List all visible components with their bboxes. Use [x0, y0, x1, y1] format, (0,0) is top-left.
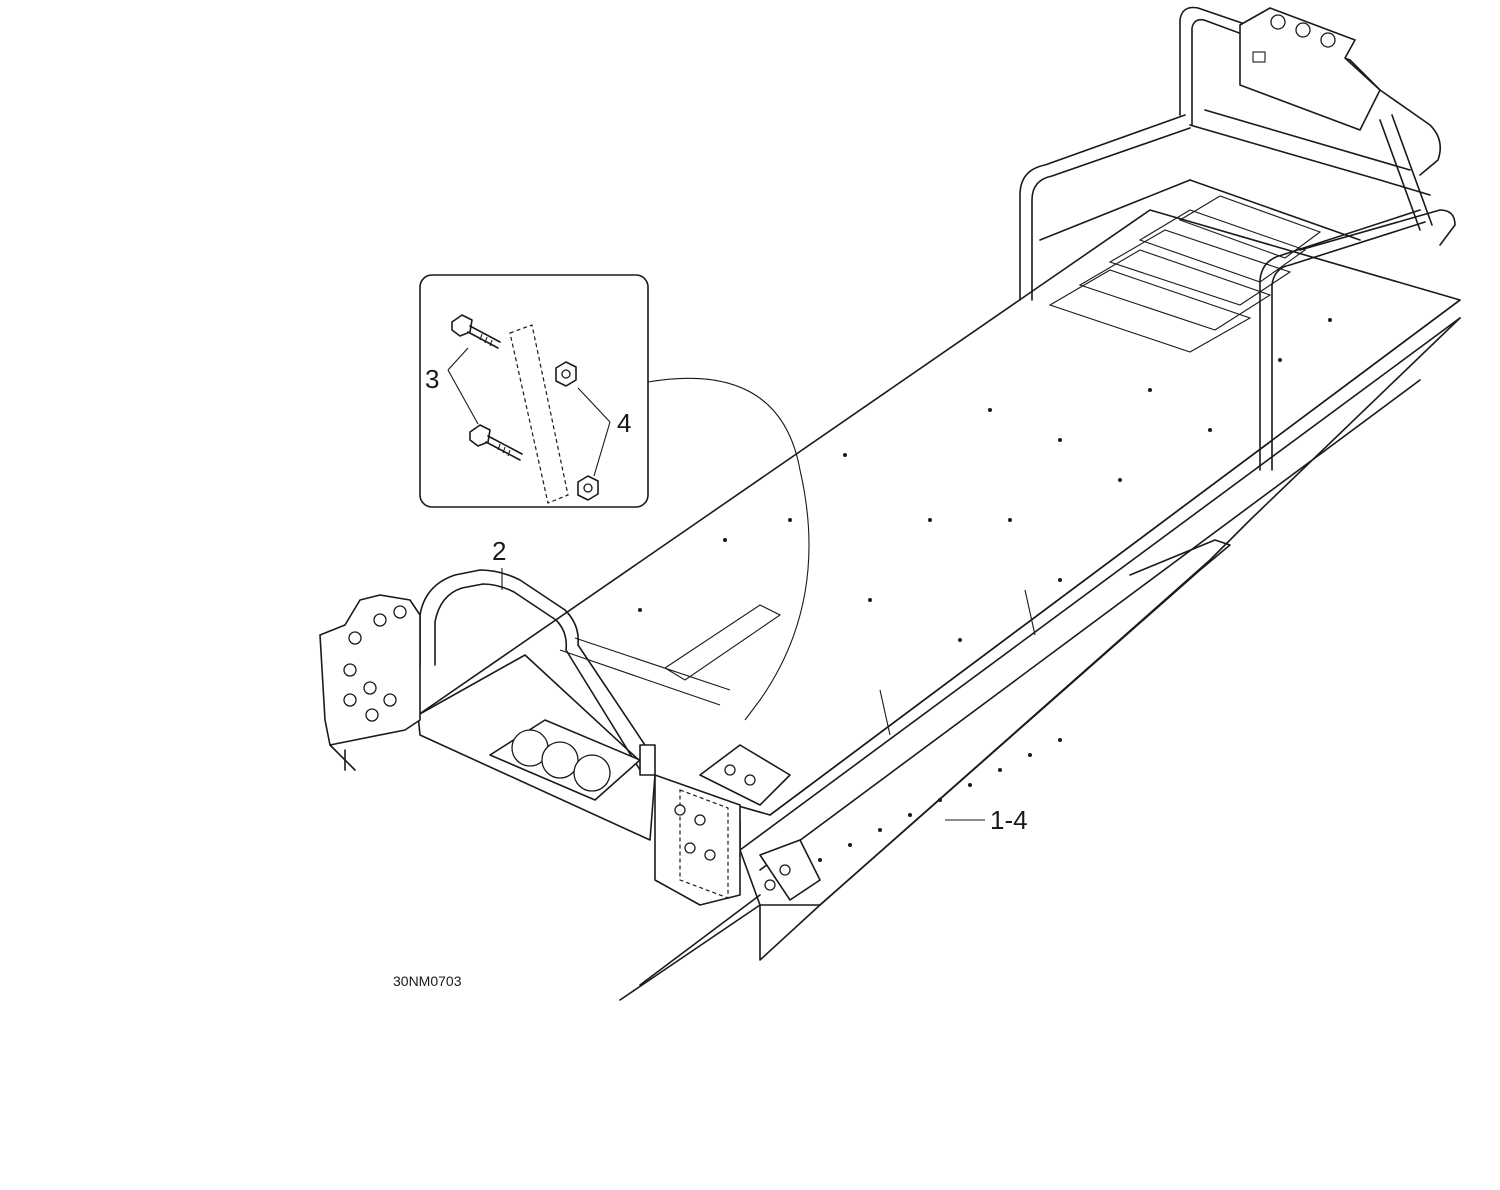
callout-part-3: 3 [425, 364, 439, 394]
nut-top [555, 361, 577, 387]
detail-inset-box [419, 274, 649, 508]
center-vent-plate [489, 719, 641, 801]
deck-slots [559, 589, 1036, 736]
drawing-reference-code: 30NM0703 [393, 973, 462, 989]
callout-part-4: 4 [617, 408, 631, 438]
bolt-bottom [469, 424, 523, 461]
rivet-dots [638, 318, 1332, 862]
bolt-top [451, 314, 501, 349]
right-front-bracket [654, 744, 821, 906]
bracket-strip-outline [509, 324, 569, 504]
callout-part-1-4: 1-4 [990, 805, 1028, 835]
detail-leader-arc [647, 377, 810, 721]
rear-rack [1019, 6, 1456, 471]
left-front-bracket [319, 594, 421, 771]
nut-bottom [577, 475, 599, 501]
front-grab-handle [419, 569, 656, 776]
callout-part-2: 2 [492, 536, 506, 566]
